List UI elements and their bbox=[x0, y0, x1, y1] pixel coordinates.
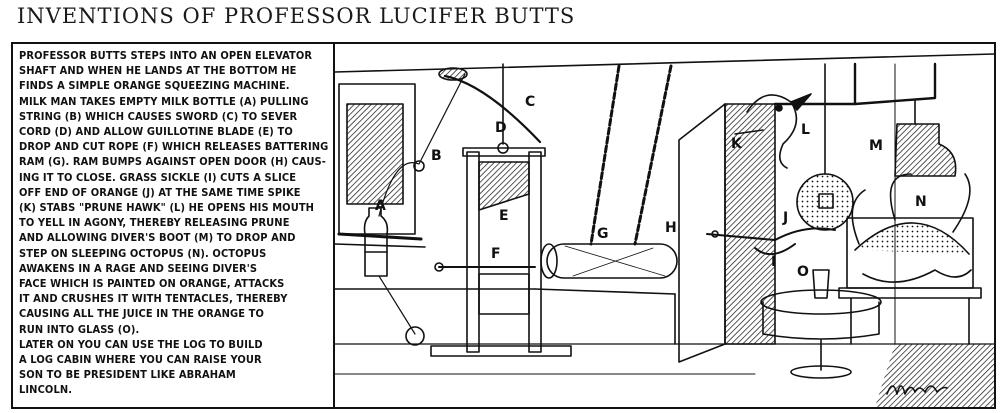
caption-line: causing all the juice in the orange to bbox=[19, 307, 264, 321]
label-j: J bbox=[782, 210, 788, 226]
artist-signature bbox=[886, 385, 948, 395]
caption-box: Professor Butts steps into an open eleva… bbox=[13, 44, 335, 407]
cartoon-panel: Professor Butts steps into an open eleva… bbox=[11, 42, 996, 409]
window bbox=[335, 83, 426, 248]
label-k: K bbox=[731, 136, 743, 152]
label-i: I bbox=[771, 254, 776, 270]
label-m: M bbox=[869, 138, 883, 154]
caption-line: cord (D) and allow guillotine blade (E) … bbox=[19, 125, 293, 139]
caption-line: shaft and when he lands at the bottom he bbox=[19, 64, 297, 78]
caption-line: Later on you can use the log to build bbox=[19, 337, 263, 351]
label-n: N bbox=[915, 194, 927, 210]
page-title: INVENTIONS OF PROFESSOR LUCIFER BUTTS bbox=[17, 4, 576, 28]
contraption-illustration: A B C D bbox=[335, 53, 994, 407]
caption-line: drop and cut rope (F) which releases bat… bbox=[19, 140, 328, 154]
milk-bottle bbox=[363, 207, 389, 277]
caption-line: ram (G). Ram bumps against open door (H)… bbox=[19, 155, 326, 169]
sword bbox=[438, 67, 542, 144]
label-h: H bbox=[665, 220, 677, 236]
caption-line: off end of orange (J) at the same time s… bbox=[19, 185, 301, 199]
label-b: B bbox=[431, 148, 442, 164]
caption-line: Professor Butts steps into an open eleva… bbox=[19, 49, 313, 62]
guillotine bbox=[430, 147, 572, 357]
cord bbox=[497, 63, 509, 154]
caption-line: Lincoln. bbox=[19, 383, 73, 397]
caption-line: (K) stabs "prune hawk" (L) he opens his … bbox=[19, 201, 315, 215]
caption-line: run into glass (O). bbox=[19, 322, 140, 336]
label-l: L bbox=[801, 122, 810, 138]
door bbox=[678, 103, 776, 363]
label-a: A bbox=[375, 198, 386, 214]
orange bbox=[796, 63, 854, 231]
label-g: G bbox=[597, 226, 609, 242]
floor bbox=[335, 344, 994, 407]
battering-ram bbox=[540, 64, 678, 279]
caption-line: to yell in agony, thereby releasing prun… bbox=[19, 216, 290, 230]
pull-string bbox=[378, 73, 466, 346]
label-f: F bbox=[491, 246, 501, 262]
caption-line: and allowing diver's boot (M) to drop an… bbox=[19, 231, 296, 245]
caption-line: awakens in a rage and seeing diver's bbox=[19, 261, 258, 275]
caption-line: face which is painted on orange, attacks bbox=[19, 277, 285, 291]
caption-line: ing it to close. Grass sickle (I) cuts a… bbox=[19, 170, 297, 184]
label-o: O bbox=[797, 264, 809, 280]
octopus-tank bbox=[838, 173, 982, 345]
caption-line: step on sleeping octopus (N). Octopus bbox=[19, 246, 267, 260]
caption-line: Milk man takes empty milk bottle (A) pul… bbox=[19, 94, 309, 108]
caption-line: string (B) which causes sword (C) to sev… bbox=[19, 109, 298, 123]
rope bbox=[434, 262, 536, 272]
label-d: D bbox=[495, 120, 507, 136]
caption-line: a log cabin where you can raise your bbox=[19, 353, 262, 367]
glass-table bbox=[760, 269, 882, 379]
prune-hawk bbox=[734, 93, 812, 169]
caption-line: son to be president like Abraham bbox=[19, 368, 236, 382]
label-c: C bbox=[525, 94, 535, 110]
caption-line: it and crushes it with tentacles, thereb… bbox=[19, 292, 288, 306]
contraption-drawing: A B C D bbox=[335, 44, 994, 407]
caption-line: finds a simple orange squeezing machine. bbox=[19, 79, 290, 93]
label-e: E bbox=[499, 208, 509, 224]
diver-boot bbox=[773, 62, 957, 177]
